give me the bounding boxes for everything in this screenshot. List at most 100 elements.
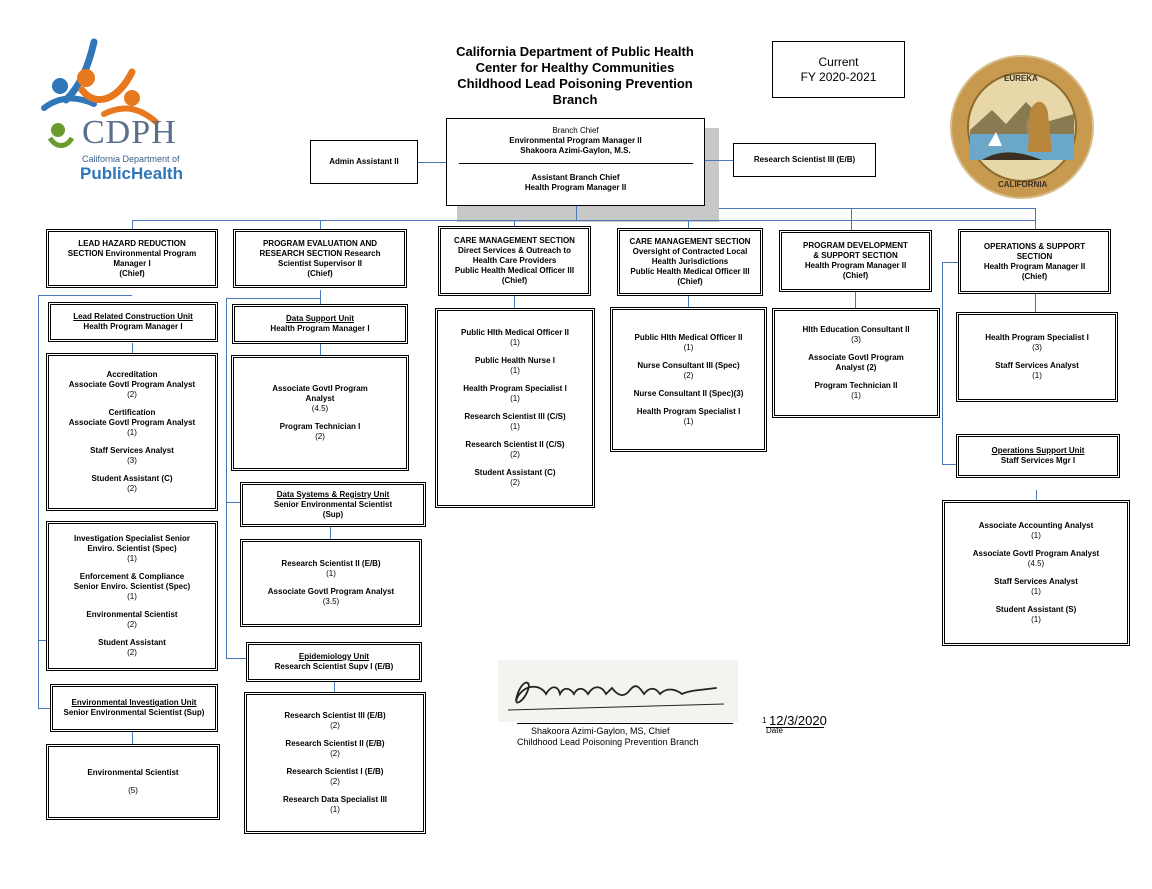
position-title: Associate Govtl Program Analyst bbox=[267, 587, 395, 596]
date-prefix: 1 bbox=[762, 716, 767, 725]
environmental-investigation-unit-box: Environmental Investigation Unit Senior … bbox=[52, 686, 216, 730]
operations-staff-box: Health Program Specialist I (3) Staff Se… bbox=[958, 314, 1116, 400]
connector bbox=[514, 295, 515, 309]
position-count: (2) bbox=[683, 370, 694, 380]
branch-chief-box: Branch Chief Environmental Program Manag… bbox=[446, 118, 705, 206]
lead-construction-staff-box: Accreditation Associate Govtl Program An… bbox=[48, 355, 216, 509]
position-count: (2) bbox=[127, 390, 137, 399]
lead-hazard-section-box: LEAD HAZARD REDUCTION SECTION Environmen… bbox=[48, 231, 216, 286]
position-count: (1) bbox=[851, 391, 861, 400]
position-title: Associate Accounting Analyst bbox=[978, 521, 1094, 530]
data-support-staff-box: Associate Govtl Program Analyst (4.5) Pr… bbox=[233, 357, 407, 469]
connector bbox=[320, 220, 321, 230]
date-label: Date bbox=[766, 726, 783, 735]
connector bbox=[418, 162, 446, 163]
section-line: CARE MANAGEMENT SECTION bbox=[454, 236, 575, 245]
position-title: Analyst bbox=[305, 394, 335, 403]
lead-construction-unit-box: Lead Related Construction Unit Health Pr… bbox=[50, 304, 216, 340]
connector bbox=[132, 220, 133, 230]
position-count: (1) bbox=[510, 394, 520, 403]
research-scientist-eb-label: Research Scientist III (E/B) bbox=[753, 155, 856, 164]
section-line: Direct Services & Outreach to bbox=[458, 246, 571, 255]
signature-area bbox=[498, 660, 738, 722]
position-title: Research Data Specialist III bbox=[282, 795, 388, 804]
admin-assistant-label: Admin Assistant II bbox=[329, 157, 399, 166]
care-management-direct-section-box: CARE MANAGEMENT SECTION Direct Services … bbox=[440, 228, 589, 294]
position-count: (1) bbox=[330, 805, 340, 814]
position-count: (2) bbox=[127, 620, 137, 629]
position-title: Associate Govtl Program Analyst bbox=[68, 380, 196, 389]
california-seal: EUREKA CALIFORNIA bbox=[942, 52, 1102, 202]
connector bbox=[38, 295, 39, 708]
chief-divider bbox=[458, 163, 693, 164]
section-line: Manager I bbox=[113, 258, 151, 268]
handwritten-signature-icon bbox=[507, 681, 725, 711]
unit-manager: (Sup) bbox=[322, 509, 344, 519]
position-count: (2) bbox=[510, 478, 520, 487]
position-title: Accreditation bbox=[106, 370, 158, 379]
section-line: Health Program Manager II bbox=[983, 261, 1086, 271]
section-line: CARE MANAGEMENT SECTION bbox=[629, 237, 751, 246]
position-title: Associate Govtl Program Analyst bbox=[68, 418, 196, 427]
position-title: Health Program Specialist I bbox=[636, 406, 741, 416]
care-management-oversight-section-box: CARE MANAGEMENT SECTION Oversight of Con… bbox=[619, 230, 761, 294]
position-title: Research Scientist III (E/B) bbox=[284, 711, 386, 720]
title-line-1: California Department of Public Health bbox=[456, 44, 694, 59]
position-count: (4.5) bbox=[311, 404, 329, 413]
connector bbox=[226, 298, 320, 299]
unit-title: Operations Support Unit bbox=[991, 446, 1085, 455]
signature-line bbox=[517, 723, 733, 724]
position-title: Nurse Consultant III (Spec) bbox=[637, 360, 740, 370]
position-title: Associate Govtl Program bbox=[272, 384, 368, 393]
branch-chief-name: Shakoora Azimi-Gaylon, M.S. bbox=[520, 146, 631, 155]
position-title: Research Scientist II (E/B) bbox=[285, 739, 385, 748]
position-count: (2) bbox=[330, 721, 340, 730]
position-title: Student Assistant bbox=[98, 638, 166, 647]
position-title: Research Scientist I (E/B) bbox=[286, 767, 384, 776]
position-title: Staff Services Analyst bbox=[90, 446, 174, 455]
position-title: Health Program Specialist I bbox=[985, 333, 1089, 342]
seal-motto: EUREKA bbox=[1004, 74, 1038, 83]
position-title: Staff Services Analyst bbox=[995, 361, 1079, 370]
section-line: Health Care Providers bbox=[472, 256, 557, 265]
connector bbox=[330, 525, 331, 541]
connector bbox=[576, 206, 577, 220]
connector bbox=[38, 295, 132, 296]
position-title: Student Assistant (C) bbox=[91, 474, 173, 483]
logo-publichealth-text: PublicHealth bbox=[80, 164, 183, 183]
connector bbox=[942, 464, 958, 465]
position-title: Health Program Specialist I bbox=[463, 384, 567, 393]
position-count: (2) bbox=[127, 484, 137, 493]
connector bbox=[320, 343, 321, 357]
position-count: (1) bbox=[1031, 531, 1041, 540]
unit-title: Environmental Investigation Unit bbox=[71, 698, 197, 707]
position-count: (3) bbox=[1032, 343, 1042, 352]
connector bbox=[1035, 208, 1036, 232]
section-line: (Chief) bbox=[842, 271, 869, 280]
section-line: PROGRAM DEVELOPMENT bbox=[803, 241, 908, 250]
position-count: (3) bbox=[127, 456, 137, 465]
assistant-chief-class: Health Program Manager II bbox=[524, 183, 627, 192]
section-line: Scientist Supervisor II bbox=[277, 258, 363, 268]
connector bbox=[855, 292, 856, 310]
section-line: Public Health Medical Officer III bbox=[630, 267, 750, 276]
title-line-2: Center for Healthy Communities bbox=[475, 60, 675, 75]
connector bbox=[1036, 490, 1037, 502]
program-development-section-box: PROGRAM DEVELOPMENT & SUPPORT SECTION He… bbox=[781, 232, 930, 290]
position-count: (4.5) bbox=[1027, 559, 1045, 568]
epidemiology-unit-box: Epidemiology Unit Research Scientist Sup… bbox=[248, 644, 420, 680]
position-title: Research Scientist III (C/S) bbox=[464, 412, 566, 421]
fiscal-year-box: Current FY 2020-2021 bbox=[772, 41, 905, 98]
care-oversight-staff-box: Public Hlth Medical Officer II (1) Nurse… bbox=[612, 309, 765, 450]
epidemiology-staff-box: Research Scientist III (E/B) (2) Researc… bbox=[246, 694, 424, 832]
connector bbox=[132, 343, 133, 357]
position-count: (1) bbox=[1031, 615, 1041, 624]
section-line: Oversight of Contracted Local bbox=[632, 247, 748, 256]
position-count: (1) bbox=[683, 416, 694, 426]
position-count: (3.5) bbox=[322, 597, 340, 606]
unit-title: Data Systems & Registry Unit bbox=[276, 489, 390, 499]
position-title: Certification bbox=[108, 408, 156, 417]
position-count: (1) bbox=[510, 366, 520, 375]
signature-block: Shakoora Azimi-Gaylon, MS, Chief Childho… bbox=[517, 726, 699, 748]
position-title: Public Hlth Medical Officer II bbox=[460, 328, 570, 337]
